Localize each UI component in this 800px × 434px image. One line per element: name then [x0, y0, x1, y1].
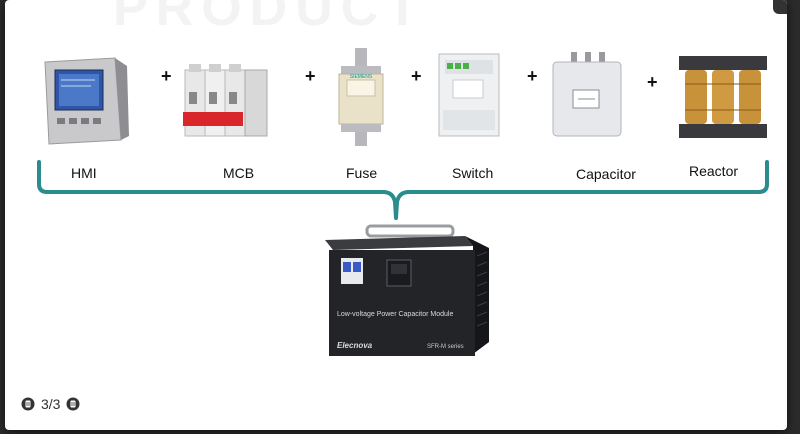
pager: 3/3 [21, 396, 80, 412]
fuse-brand-text: SIEMENS [350, 74, 373, 80]
plus-sign: + [161, 66, 172, 86]
watermark-text: PRODUCT [113, 0, 427, 37]
plus-sign: + [411, 66, 422, 86]
lightbox-modal: PRODUCT HMI + [5, 0, 787, 430]
mcb-image [181, 62, 273, 144]
prev-icon[interactable] [21, 397, 35, 411]
switch-image [435, 50, 505, 142]
fuse-image: SIEMENS [333, 48, 389, 146]
switch-label: Switch [452, 165, 494, 181]
module-series-text: SFR-M series [427, 344, 464, 350]
plus-sign: + [647, 72, 658, 92]
pager-count: 3/3 [41, 396, 61, 412]
capacitor-module-image: Low-voltage Power Capacitor Module Elecn… [317, 222, 497, 372]
module-label-text: Low-voltage Power Capacitor Module [337, 311, 453, 318]
capacitor-label: Capacitor [576, 166, 636, 182]
module-brand-text: Elecnova [337, 341, 373, 350]
grouping-bracket [37, 160, 769, 220]
reactor-image [675, 54, 771, 140]
capacitor-image [545, 50, 629, 142]
close-button[interactable] [773, 0, 787, 14]
plus-sign: + [305, 66, 316, 86]
hmi-image [41, 56, 131, 148]
plus-sign: + [527, 66, 538, 86]
fuse-label: Fuse [346, 165, 378, 181]
reactor-label: Reactor [689, 163, 739, 179]
next-icon[interactable] [66, 397, 80, 411]
hmi-label: HMI [71, 165, 97, 181]
mcb-label: MCB [223, 165, 255, 181]
